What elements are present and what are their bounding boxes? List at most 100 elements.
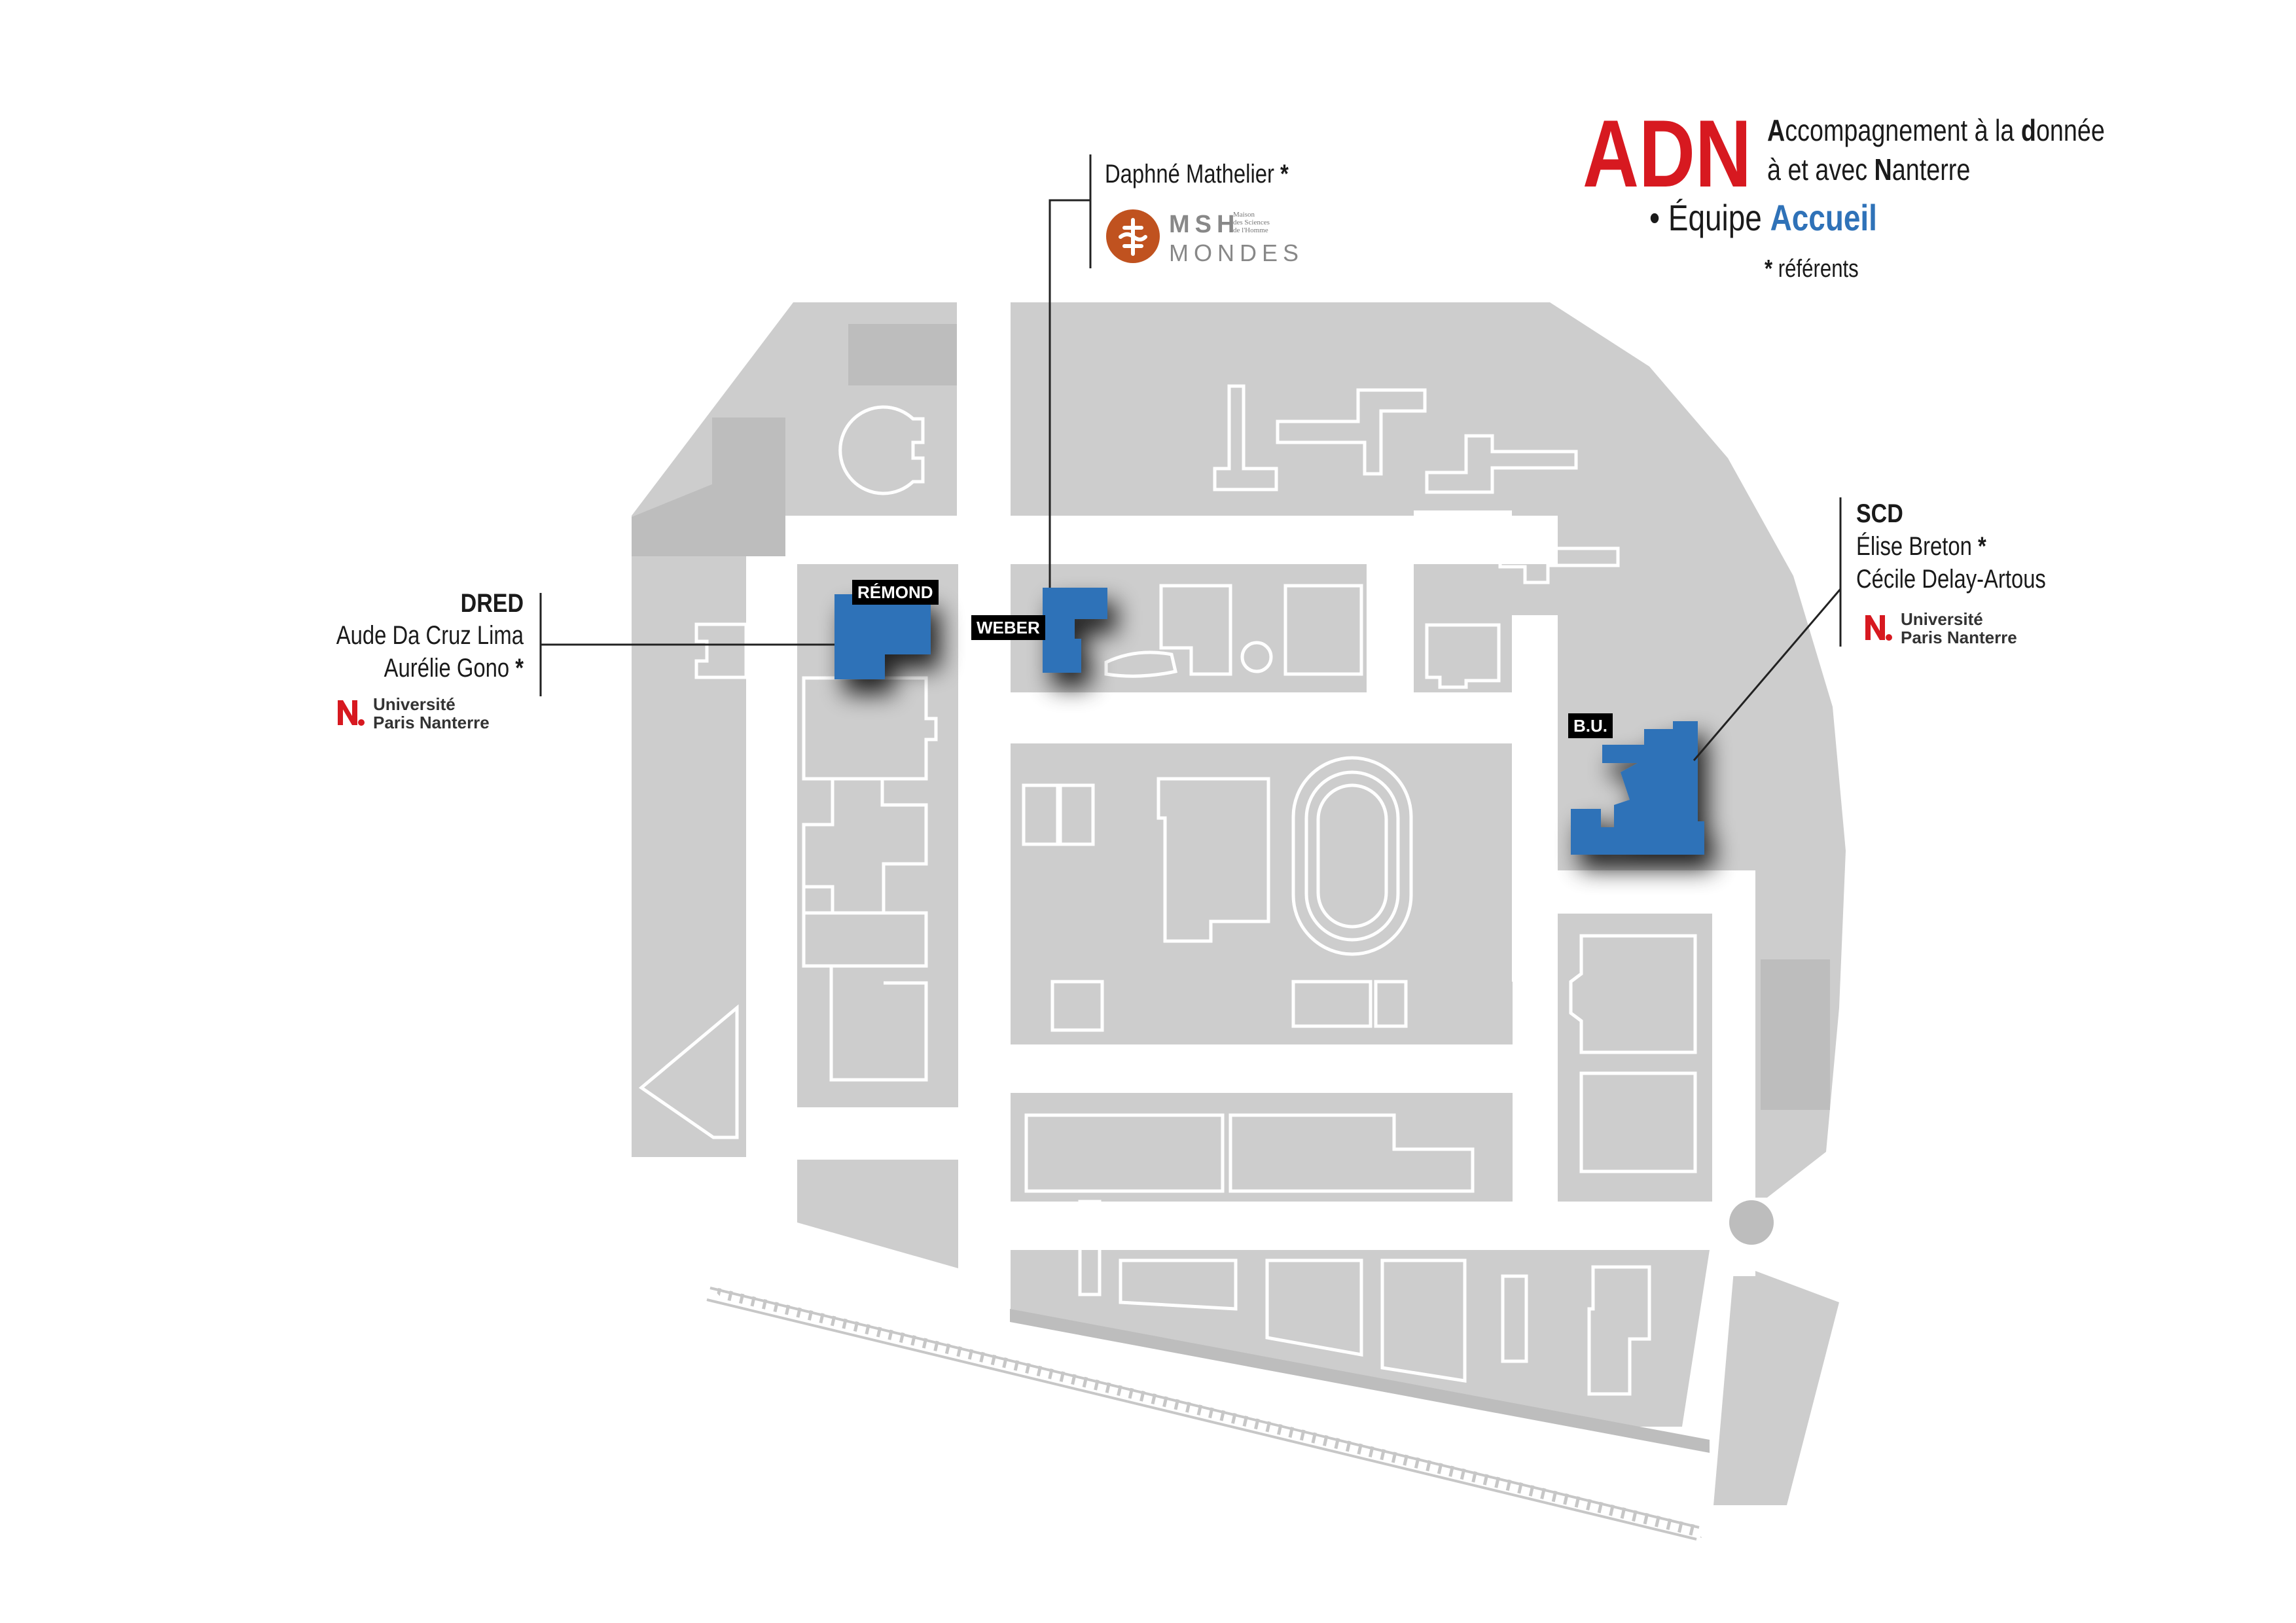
msh-logo-mondes: MONDES (1169, 240, 1304, 266)
outline-weber-curve (1104, 651, 1178, 678)
msh-star: * (1280, 160, 1289, 188)
outline-far-south-3 (1380, 1258, 1467, 1383)
bu-building[interactable] (1571, 721, 1704, 855)
road-north-horizontal (746, 516, 1558, 564)
highlighted-buildings (834, 588, 1704, 855)
outline-connector-south (1078, 1200, 1102, 1296)
legend-line-2: à et avec Nanterre (1767, 152, 2015, 187)
msh-logo-text: MSH (1169, 211, 1240, 238)
dred-person-2: Aurélie Gono (384, 654, 510, 683)
roundabout (1729, 1200, 1774, 1245)
outline-north-l4 (1464, 519, 1620, 584)
road-south (1011, 1044, 1515, 1093)
tag-bu: B.U. (1568, 713, 1613, 738)
road-remond-south (797, 1107, 960, 1160)
outline-sport-1 (1022, 783, 1060, 846)
road-bu-south (1558, 870, 1755, 914)
outline-north-l2 (1276, 388, 1427, 476)
road-west-vertical (746, 516, 797, 1170)
dred-logo-line-1: Université (373, 694, 456, 714)
legend-team-prefix: • Équipe (1649, 197, 1770, 238)
dred-title: DRED (460, 589, 524, 618)
dred-block: DRED Aude Da Cruz Lima Aurélie Gono * (281, 588, 524, 685)
outline-track-outer (1291, 756, 1413, 956)
scd-logo-line-2: Paris Nanterre (1901, 628, 2017, 647)
scd-person-1: Élise Breton (1856, 532, 1972, 561)
leader-scd-to-bu (1693, 588, 1842, 761)
legend-note-star: * (1765, 255, 1773, 283)
tag-weber: WEBER (971, 615, 1045, 640)
university-mark-icon (1865, 615, 1892, 641)
scd-block: SCD Élise Breton * Cécile Delay-Artous (1856, 497, 2087, 596)
outline-house (1425, 623, 1501, 689)
road-weber-south (1011, 692, 1558, 743)
msh-logo: MSH Maison des Sciences de l'Homme MONDE… (1105, 207, 1301, 270)
outline-gym (1157, 777, 1270, 943)
scd-university-logo: Université Paris Nanterre (1864, 609, 2060, 651)
outline-east-lower (1579, 1071, 1697, 1173)
building-outlines (638, 384, 1697, 1396)
south-east-block (1558, 914, 1712, 1202)
outline-north-l1 (1213, 384, 1278, 491)
dred-person-2-line: Aurélie Gono * (325, 652, 524, 685)
legend-l2-r: à et avec (1767, 152, 1874, 187)
railway-rail-1 (709, 1287, 1700, 1529)
railway-rail-2 (706, 1298, 1697, 1541)
leader-lines (539, 154, 1842, 761)
road-far-south (1011, 1202, 1731, 1250)
outline-weber-east (1159, 584, 1363, 676)
msh-person-line: Daphné Mathelier * (1105, 160, 1329, 189)
legend-note: * référents (1765, 255, 1879, 283)
outline-far-south-2 (1265, 1258, 1363, 1357)
dark-areas (632, 324, 1830, 1453)
legend-l1-a: A (1767, 113, 1785, 147)
weber-building[interactable] (1043, 588, 1107, 673)
north-central-block (1010, 302, 1662, 518)
outline-triangle (638, 1004, 739, 1139)
scd-star: * (1977, 532, 1986, 561)
msh-small-2: des Sciences (1233, 219, 1270, 226)
outline-track-inner (1316, 783, 1388, 929)
central-sports-block (1010, 743, 1513, 1044)
msh-logo-small: Maison des Sciences de l'Homme (1233, 211, 1270, 234)
outline-west-connector (694, 622, 748, 679)
dred-person-1: Aude Da Cruz Lima (336, 621, 524, 650)
scd-title: SCD (1856, 499, 1903, 528)
outline-remond-south (802, 911, 928, 1082)
outline-small-south (1050, 980, 1104, 1032)
msh-person: Daphné Mathelier (1105, 160, 1274, 188)
adn-wordmark: ADN (1583, 100, 1751, 207)
far-east-strip (1713, 1263, 1839, 1505)
university-mark-icon (338, 700, 365, 726)
legend-l1-dr: onnée (2036, 113, 2105, 147)
outline-sport-2 (1058, 783, 1095, 846)
remond-building[interactable] (834, 594, 931, 679)
legend-line-1: Accompagnement à la donnée (1767, 113, 2179, 148)
dark-east-strip (1761, 959, 1830, 1110)
scd-person-1-line: Élise Breton * (1856, 530, 2046, 563)
south-west-block (797, 1160, 958, 1268)
msh-small-1: Maison (1233, 211, 1255, 219)
road-north-vertical (958, 288, 1011, 1309)
outline-court-2 (1374, 980, 1408, 1028)
outline-round-building (838, 405, 925, 495)
south-central-block (1010, 1093, 1513, 1202)
leader-msh-to-weber (1049, 199, 1090, 588)
outline-north-l3 (1425, 434, 1578, 494)
outline-far-south-4 (1501, 1274, 1528, 1363)
dred-university-logo: Université Paris Nanterre (336, 694, 533, 736)
outline-south-long (1024, 1113, 1475, 1193)
dred-logo-line-2: Paris Nanterre (373, 713, 490, 732)
legend-note-text: référents (1772, 255, 1859, 283)
legend-l1-d: d (2020, 113, 2036, 147)
scd-person-2: Cécile Delay-Artous (1856, 565, 2046, 594)
roads (746, 288, 1755, 1309)
tag-remond: RÉMOND (852, 580, 939, 605)
legend-l1-ar: ccompagnement à la (1785, 113, 2021, 147)
scd-logo-line-1: Université (1901, 609, 1983, 629)
road-central-east (1512, 615, 1558, 982)
legend-l2-nr: anterre (1892, 152, 1971, 187)
msh-small-3: de l'Homme (1233, 226, 1268, 234)
outline-east-upper (1569, 934, 1697, 1054)
